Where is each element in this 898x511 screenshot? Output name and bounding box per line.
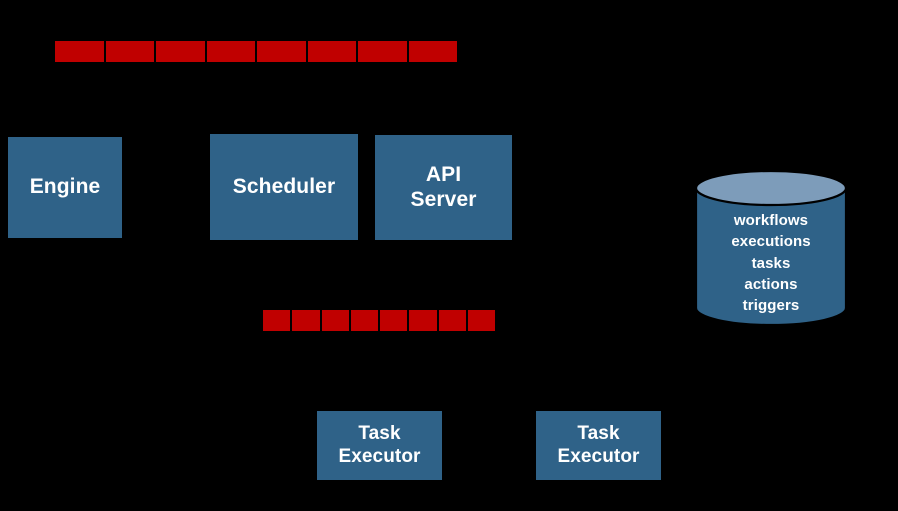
queue-segment [350,310,380,331]
queue-segment [156,41,207,62]
queue-segment [380,310,410,331]
task-executor-label-2: Task Executor [557,423,640,467]
api-server-box: API Server [375,135,512,240]
queue-segment [206,41,257,62]
queue-segment [409,310,439,331]
task-executor-label-1: Task Executor [338,423,421,467]
task-executor-box-1: Task Executor [317,411,442,480]
queue-segment [408,41,457,62]
database-icon [694,170,848,327]
engine-label: Engine [29,175,101,199]
task-executor-box-2: Task Executor [536,411,661,480]
queue-segment [55,41,106,62]
queue-segment [292,310,322,331]
queue-segment [263,310,293,331]
scheduler-label: Scheduler [232,174,336,198]
bottom-queue-bar [263,310,495,331]
queue-segment [438,310,468,331]
queue-segment [467,310,495,331]
queue-segment [358,41,409,62]
queue-segment [307,41,358,62]
top-queue-bar [55,41,457,62]
queue-segment [105,41,156,62]
scheduler-box: Scheduler [210,134,358,240]
database-cylinder: workflows executions tasks actions trigg… [693,170,849,330]
queue-segment [321,310,351,331]
api-server-label: API Server [410,163,477,211]
engine-box: Engine [8,137,122,238]
queue-segment [257,41,308,62]
